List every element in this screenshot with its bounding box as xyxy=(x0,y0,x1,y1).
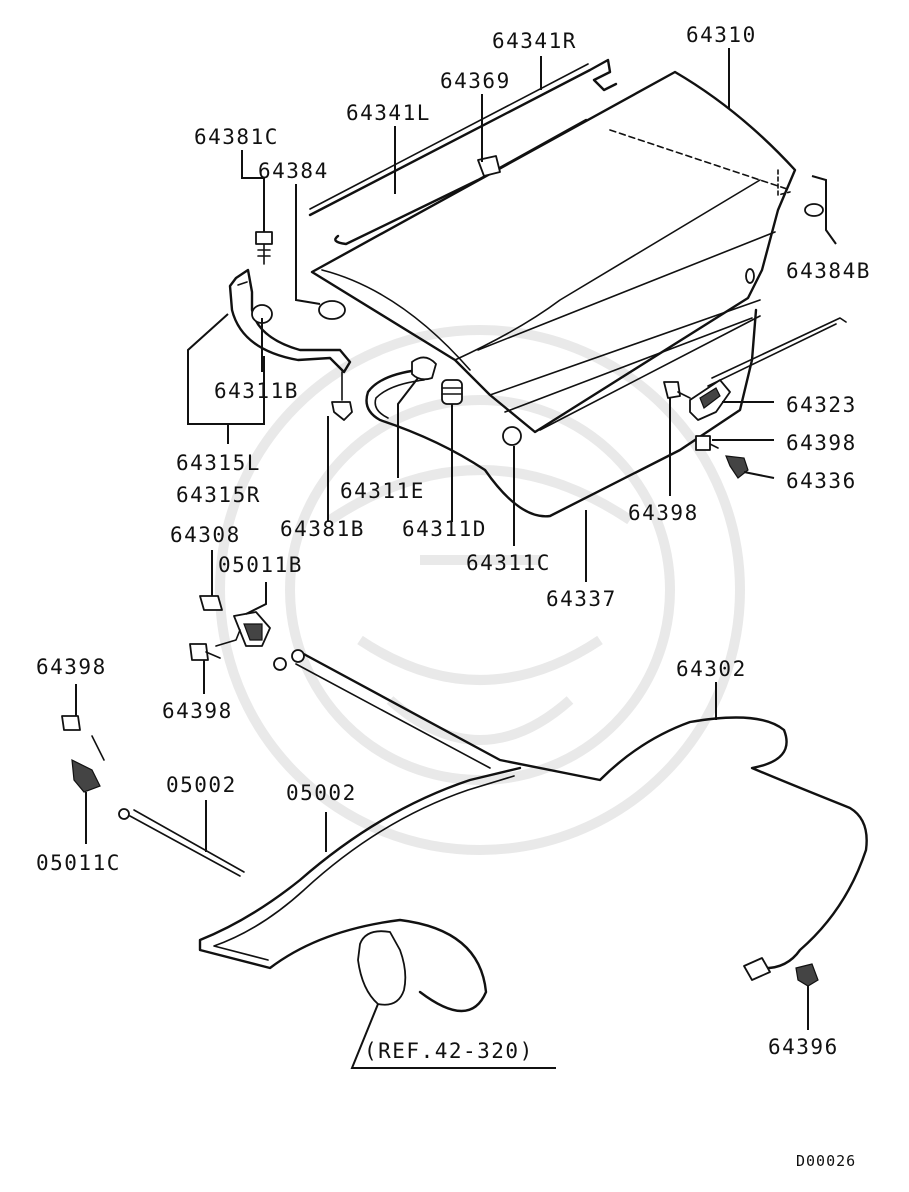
label-64315L: 64315L xyxy=(176,451,261,475)
lever-64396 xyxy=(795,963,819,987)
label-64341R: 64341R xyxy=(492,29,577,53)
bolt-64381C xyxy=(255,231,273,265)
bolt-64398-right xyxy=(695,435,719,451)
bumper-64311E xyxy=(411,356,437,381)
label-64315R: 64315R xyxy=(176,483,261,507)
label-64369: 64369 xyxy=(440,69,511,93)
label-64398-lower: 64398 xyxy=(162,699,233,723)
label-64381B: 64381B xyxy=(280,517,365,541)
bolt-64381B xyxy=(331,371,353,421)
callout-labels: 64341R 64310 64369 64341L 64381C 64384 6… xyxy=(36,23,871,1170)
label-reference: (REF.42-320) xyxy=(364,1039,534,1063)
torsion-bar-left xyxy=(334,118,588,246)
label-64396: 64396 xyxy=(768,1035,839,1059)
trunk-lid xyxy=(310,70,797,434)
label-05011C: 05011C xyxy=(36,851,121,875)
plug-64384B xyxy=(804,203,824,217)
watermark-emblem xyxy=(215,325,745,855)
label-64311B: 64311B xyxy=(214,379,299,403)
label-05002-small: 05002 xyxy=(166,773,237,797)
bolt-64398-latch xyxy=(663,381,691,399)
label-64398-left: 64398 xyxy=(36,655,107,679)
clip-64336 xyxy=(725,455,749,479)
release-cable-64302 xyxy=(273,649,868,981)
label-64311D: 64311D xyxy=(402,517,487,541)
label-64311C: 64311C xyxy=(466,551,551,575)
lock-cylinder-05011B xyxy=(215,611,271,647)
label-64308: 64308 xyxy=(170,523,241,547)
label-64398-latch: 64398 xyxy=(786,431,857,455)
fuel-door xyxy=(357,930,407,1006)
grommet-64384 xyxy=(318,300,346,320)
label-64310: 64310 xyxy=(686,23,757,47)
bracket-64308 xyxy=(199,595,223,611)
label-64381C: 64381C xyxy=(194,125,279,149)
cable-05002-outer xyxy=(198,766,522,1013)
label-05002-large: 05002 xyxy=(286,781,357,805)
cable-05002-inner xyxy=(118,808,245,877)
label-64341L: 64341L xyxy=(346,101,431,125)
lock-05011C xyxy=(61,715,105,793)
label-64337: 64337 xyxy=(546,587,617,611)
label-05011B: 05011B xyxy=(218,553,303,577)
label-64311E: 64311E xyxy=(340,479,425,503)
bumper-64311D xyxy=(441,379,463,405)
label-64323: 64323 xyxy=(786,393,857,417)
label-64384B: 64384B xyxy=(786,259,871,283)
label-64302: 64302 xyxy=(676,657,747,681)
label-64398-hinge: 64398 xyxy=(628,501,699,525)
label-64336: 64336 xyxy=(786,469,857,493)
bumper-64311C xyxy=(502,426,522,446)
bolt-64398-lower xyxy=(189,643,221,661)
weatherstrip-64337 xyxy=(365,308,758,518)
leader-lines xyxy=(75,48,837,1069)
diagram-code: D00026 xyxy=(796,1152,856,1170)
torsion-bar-clip xyxy=(477,155,501,177)
label-64384: 64384 xyxy=(258,159,329,183)
lid-latch xyxy=(689,317,847,421)
